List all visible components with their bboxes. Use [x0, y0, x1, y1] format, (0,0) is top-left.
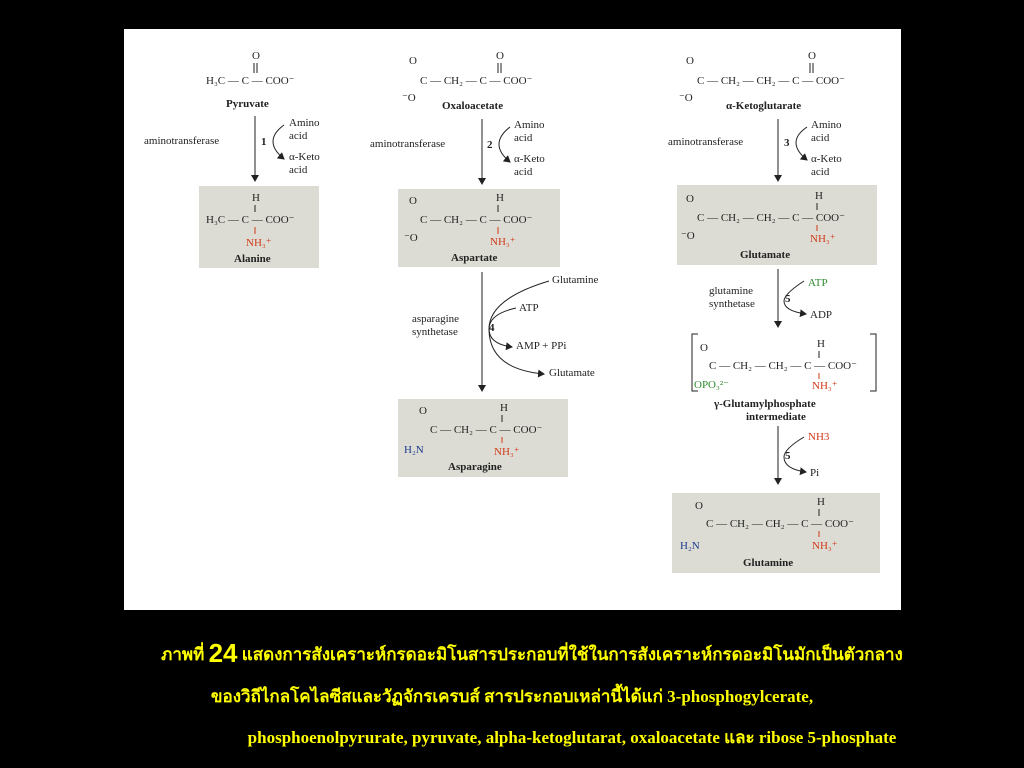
glutamine-box: O H C — CH₂ — CH₂ — C — COO⁻ H₂N NH₃⁺ Gl… — [672, 493, 880, 573]
pyruvate-structure: O H₃C — C — COO⁻ Pyruvate — [206, 50, 295, 110]
glutamate-label: Glutamate — [740, 249, 790, 261]
svg-text:H: H — [817, 496, 825, 508]
svg-text:O: O — [808, 50, 816, 62]
svg-text:NH₃⁺: NH₃⁺ — [494, 446, 520, 458]
glutamate-out-text: Glutamate — [549, 367, 595, 379]
keto-acid-out-2: α-Keto — [514, 153, 545, 165]
svg-text:H: H — [500, 402, 508, 414]
svg-text:C — CH₂ — CH₂ — C — COO⁻: C — CH₂ — CH₂ — C — COO⁻ — [709, 360, 857, 372]
adp-out-text: ADP — [810, 309, 832, 321]
acid-text: acid — [514, 132, 533, 144]
caption-line-2: ของวิถีไกลโคไลซีสและวัฏจักรเครบส์ สารประ… — [210, 687, 814, 706]
asparagine-synthetase-label-2: synthetase — [412, 326, 458, 338]
svg-text:⁻O: ⁻O — [681, 230, 695, 242]
svg-text:NH₃⁺: NH₃⁺ — [246, 237, 272, 249]
oxaloacetate-label: Oxaloacetate — [442, 100, 503, 112]
acid-text: acid — [289, 164, 308, 176]
step-5b: 5 — [785, 450, 791, 462]
svg-text:H₃C — C — COO⁻: H₃C — C — COO⁻ — [206, 214, 295, 226]
svg-text:C — CH₂ — CH₂ — C — COO⁻: C — CH₂ — CH₂ — C — COO⁻ — [697, 212, 845, 224]
svg-text:C — CH₂ — CH₂ — C — COO⁻: C — CH₂ — CH₂ — C — COO⁻ — [706, 518, 854, 530]
svg-text:O: O — [252, 50, 260, 62]
svg-text:O: O — [686, 55, 694, 67]
svg-text:O: O — [695, 500, 703, 512]
svg-text:C — CH₂ — C — COO⁻: C — CH₂ — C — COO⁻ — [420, 214, 533, 226]
svg-text:O: O — [409, 195, 417, 207]
glutamylphosphate-label: γ-Glutamylphosphate — [713, 398, 816, 410]
pathway-figure: O H₃C — C — COO⁻ Pyruvate aminotransfera… — [124, 29, 901, 610]
figure-number: 24 — [208, 638, 238, 668]
glutamylphosphate-intermediate: O H C — CH₂ — CH₂ — C — COO⁻ OPO₃²⁻ NH₃⁺… — [691, 333, 877, 423]
asparagine-label: Asparagine — [448, 461, 502, 473]
intermediate-label: intermediate — [746, 411, 806, 423]
svg-text:C — CH₂ — CH₂ — C — COO⁻: C — CH₂ — CH₂ — C — COO⁻ — [697, 75, 845, 87]
pyruvate-label: Pyruvate — [226, 98, 269, 110]
amino-acid-in-2: Amino — [514, 119, 545, 131]
svg-text:NH₃⁺: NH₃⁺ — [812, 380, 838, 392]
oxaloacetate-structure: O O C — CH₂ — C — COO⁻ ⁻O Oxaloacetate — [402, 50, 533, 112]
caption-text-1: แสดงการสังเคราะห์กรดอะมิโนสารประกอบที่ใช… — [241, 645, 903, 664]
svg-text:OPO₃²⁻: OPO₃²⁻ — [694, 379, 729, 391]
svg-text:H₂N: H₂N — [404, 444, 424, 456]
svg-text:H₃C — C — COO⁻: H₃C — C — COO⁻ — [206, 75, 295, 87]
acid-text: acid — [514, 166, 533, 178]
svg-text:⁻O: ⁻O — [404, 232, 418, 244]
svg-text:⁻O: ⁻O — [679, 92, 693, 104]
acid-text: acid — [289, 130, 308, 142]
step-5a: 5 — [785, 293, 791, 305]
step-1: 1 — [261, 136, 267, 148]
aminotransferase-1-label: aminotransferase — [144, 135, 219, 147]
svg-text:H₂N: H₂N — [680, 540, 700, 552]
glutamine-synthetase-label-1: glutamine — [709, 285, 753, 297]
pathway-diagram: O H₃C — C — COO⁻ Pyruvate aminotransfera… — [144, 50, 880, 573]
step-3: 3 — [784, 137, 790, 149]
svg-text:C — CH₂ — C — COO⁻: C — CH₂ — C — COO⁻ — [430, 424, 543, 436]
glutamate-box: O H C — CH₂ — CH₂ — C — COO⁻ ⁻O NH₃⁺ Glu… — [677, 185, 877, 265]
svg-text:O: O — [419, 405, 427, 417]
svg-text:H: H — [496, 192, 504, 204]
atp-in-text-2: ATP — [808, 277, 828, 289]
svg-text:C — CH₂ — C — COO⁻: C — CH₂ — C — COO⁻ — [420, 75, 533, 87]
alanine-box: H H₃C — C — COO⁻ NH₃⁺ Alanine — [199, 186, 319, 268]
aminotransferase-3-label: aminotransferase — [668, 136, 743, 148]
aminotransferase-2-label: aminotransferase — [370, 138, 445, 150]
glutamine-label: Glutamine — [743, 557, 793, 569]
acid-text: acid — [811, 132, 830, 144]
caption-line-3: phosphoenolpyrurate, pyruvate, alpha-ket… — [247, 728, 897, 747]
caption-prefix: ภาพที่ — [161, 645, 205, 664]
keto-acid-out-1: α-Keto — [289, 151, 320, 163]
caption-line-1: ภาพที่ 24 แสดงการสังเคราะห์กรดอะมิโนสารป… — [20, 638, 1024, 669]
svg-text:O: O — [686, 193, 694, 205]
svg-text:NH₃⁺: NH₃⁺ — [490, 236, 516, 248]
glutamine-synthetase-label-2: synthetase — [709, 298, 755, 310]
svg-text:O: O — [409, 55, 417, 67]
svg-text:NH₃⁺: NH₃⁺ — [812, 540, 838, 552]
svg-text:O: O — [496, 50, 504, 62]
svg-text:H: H — [252, 192, 260, 204]
svg-text:NH₃⁺: NH₃⁺ — [810, 233, 836, 245]
step-2: 2 — [487, 139, 493, 151]
amino-acid-in-1: Amino — [289, 117, 320, 129]
aspartate-box: O H C — CH₂ — C — COO⁻ ⁻O NH₃⁺ Aspartate — [398, 189, 560, 267]
glutamine-in-text: Glutamine — [552, 274, 599, 286]
ketoglutarate-structure: O O C — CH₂ — CH₂ — C — COO⁻ ⁻O α-Ketogl… — [679, 50, 845, 112]
asparagine-synthetase-label-1: asparagine — [412, 313, 459, 325]
amino-acid-in-3: Amino — [811, 119, 842, 131]
pi-out-text: Pi — [810, 467, 819, 479]
step-4: 4 — [489, 322, 495, 334]
acid-text: acid — [811, 166, 830, 178]
asparagine-box: O H C — CH₂ — C — COO⁻ H₂N NH₃⁺ Asparagi… — [398, 399, 568, 477]
nh3-in-text: NH3 — [808, 431, 830, 443]
atp-in-text-1: ATP — [519, 302, 539, 314]
svg-text:H: H — [817, 338, 825, 350]
aspartate-label: Aspartate — [451, 252, 498, 264]
svg-text:⁻O: ⁻O — [402, 92, 416, 104]
ketoglutarate-label: α-Ketoglutarate — [726, 100, 801, 112]
amp-out-text: AMP + PPi — [516, 340, 566, 352]
alanine-label: Alanine — [234, 253, 271, 265]
svg-text:O: O — [700, 342, 708, 354]
keto-acid-out-3: α-Keto — [811, 153, 842, 165]
svg-text:H: H — [815, 190, 823, 202]
